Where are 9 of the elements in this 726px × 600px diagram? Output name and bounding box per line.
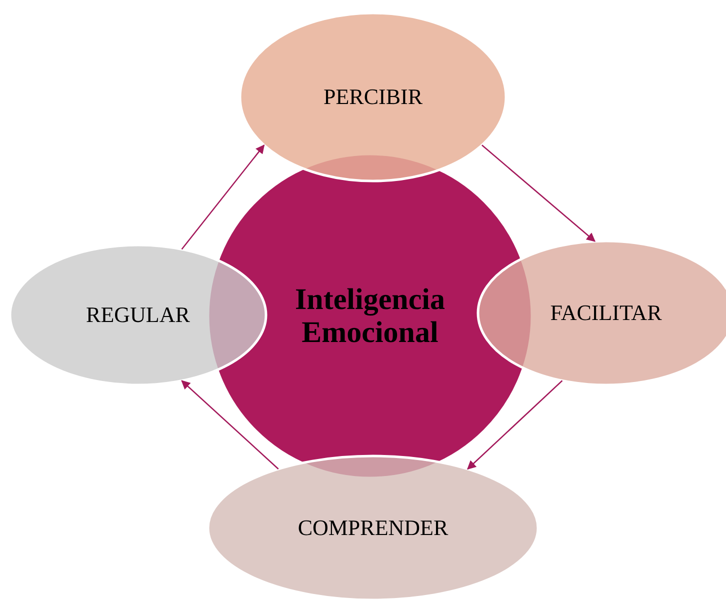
arrow bbox=[466, 380, 563, 470]
title-text: Inteligencia Emocional bbox=[294, 283, 446, 349]
node-label: REGULAR bbox=[86, 302, 190, 328]
arrow bbox=[181, 380, 279, 470]
node-label: FACILITAR bbox=[550, 300, 662, 326]
arrow bbox=[482, 144, 596, 242]
arrow bbox=[181, 144, 265, 250]
node-label: COMPRENDER bbox=[298, 516, 448, 540]
node-label: PERCIBIR bbox=[323, 84, 423, 110]
